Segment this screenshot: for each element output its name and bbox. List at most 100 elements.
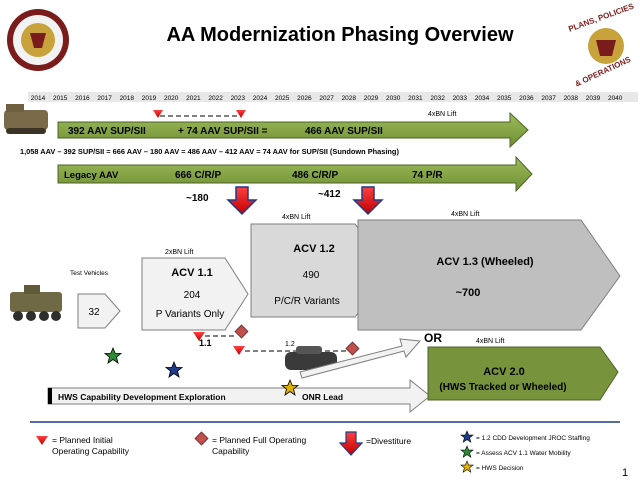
legacy-label: Legacy AAV [64,170,119,181]
hws-exploration-arrow [47,378,431,414]
legacy-74: 74 P/R [412,170,443,181]
year-label: 2034 [475,95,490,102]
acv13-title: ACV 1.3 (Wheeled) [436,256,534,268]
acv13-count: ~700 [456,287,481,299]
year-axis-background [28,92,638,102]
aav-vehicle-image [4,104,48,134]
year-label: 2039 [586,95,601,102]
legend-foc-icon [194,431,209,446]
gold-star-marker [280,378,300,396]
year-label: 2017 [97,95,112,102]
year-label: 2022 [208,95,223,102]
sup-sii-arrow [57,111,529,149]
year-label: 2027 [319,95,334,102]
year-label: 2016 [75,95,90,102]
divest-180-label: ~180 [186,193,209,204]
test-vehicles-count: 32 [88,307,100,318]
legend-ioc-icon [36,436,48,445]
year-label: 2014 [31,95,46,102]
year-label: 2015 [53,95,68,102]
legend-green-star-text: = Assess ACV 1.1 Water Mobility [476,450,571,457]
year-label: 2019 [142,95,157,102]
sup-text-466: 466 AAV SUP/SII [305,126,383,137]
acv12-lift-label: 4xBN Lift [282,214,310,221]
transition-arrow [299,338,422,379]
hws-label: HWS Capability Development Exploration [58,392,226,402]
year-label: 2021 [186,95,201,102]
legend-gold-star-icon [460,460,474,473]
acv11-title: ACV 1.1 [171,267,213,279]
year-label: 2038 [564,95,579,102]
acv12-marker-label: 1.2 [285,341,295,348]
acv12-count: 490 [303,270,320,281]
green-star-marker [103,346,123,364]
year-label: 2024 [253,95,268,102]
year-label: 2029 [364,95,379,102]
acv20-title: ACV 2.0 [483,366,525,378]
year-label: 2018 [120,95,135,102]
year-label: 2030 [386,95,401,102]
legend-blue-star-icon [460,430,474,443]
blue-star-marker [164,360,184,378]
acv20-box [427,346,619,401]
legend-foc-text: = Planned Full Operating Capability [212,435,309,456]
year-label: 2036 [519,95,534,102]
year-label: 2031 [408,95,423,102]
year-label: 2033 [453,95,468,102]
or-label: OR [424,331,442,345]
ppo-emblem-logo: PLANS, POLICIES & OPERATIONS [567,1,635,88]
usmc-seal-logo [7,9,69,71]
year-label: 2032 [430,95,445,102]
legacy-aav-arrow [57,155,533,193]
acv13-box [357,219,621,331]
legend-divest-text: =Divestiture [366,436,411,446]
legend-ioc-text: = Planned Initial Operating Capability [52,435,130,456]
sup-text-plus-74: + 74 AAV SUP/SII = [178,126,268,137]
year-label: 2026 [297,95,312,102]
sup-lift-label: 4xBN Lift [428,111,456,118]
year-axis: 2014 2015 2016 2017 2018 2019 2020 2021 2022 2023… [28,92,638,102]
legacy-aav-band: Legacy AAV 666 C/R/P 486 C/R/P 74 P/R [57,155,533,193]
year-label: 2040 [608,95,623,102]
acv11-box [141,257,249,331]
legend-green-star-icon [460,445,474,458]
year-label: 2037 [541,95,556,102]
acv11-count: 204 [184,290,201,301]
year-label: 2023 [231,95,246,102]
legacy-666: 666 C/R/P [175,170,221,181]
legend-blue-star-text: = 1.2 CDD Development JROC Staffing [476,435,590,442]
year-label: 2035 [497,95,512,102]
acv20-lift-label: 4xBN Lift [476,338,504,345]
sup-text-392: 392 AAV SUP/SII [68,126,146,137]
divestiture-arrow-2 [352,186,384,216]
year-label: 2028 [342,95,357,102]
acv20-sub: (HWS Tracked or Wheeled) [439,382,566,393]
acv12-title: ACV 1.2 [293,243,335,255]
acv13-lift-label: 4xBN Lift [451,211,479,218]
divest-412-label: ~412 [318,189,341,200]
hws-arrow-start-bar [48,388,52,404]
page-number: 1 [622,467,628,479]
legend-divest-icon [338,431,364,456]
acv11-variants: P Variants Only [156,309,225,320]
onr-lead-label: ONR Lead [302,392,343,402]
ioc-triangle-marker [233,346,245,355]
year-label: 2025 [275,95,290,102]
acv12-variants: P/C/R Variants [274,296,339,307]
legend-gold-star-text: = HWS Decision [476,465,524,472]
divestiture-arrow-1 [226,186,258,216]
foc-diamond-marker [234,324,249,339]
ioc-triangle-marker [236,110,246,118]
acv11-lift-label: 2xBN Lift [165,249,193,256]
year-label: 2020 [164,95,179,102]
test-vehicles-label: Test Vehicles [70,270,109,277]
foc-diamond-marker [345,341,360,356]
acv11-marker-label: 1.1 [199,338,212,348]
acv-vehicle-image [10,285,62,321]
sup-sii-band: 4xBN Lift 392 AAV SUP/SII + 74 AAV SUP/S… [57,110,529,149]
test-vehicles-box [77,293,121,329]
sundown-equation: 1,058 AAV – 392 SUP/SII = 666 AAV – 180 … [20,147,399,156]
slide-title: AA Modernization Phasing Overview [166,24,514,46]
